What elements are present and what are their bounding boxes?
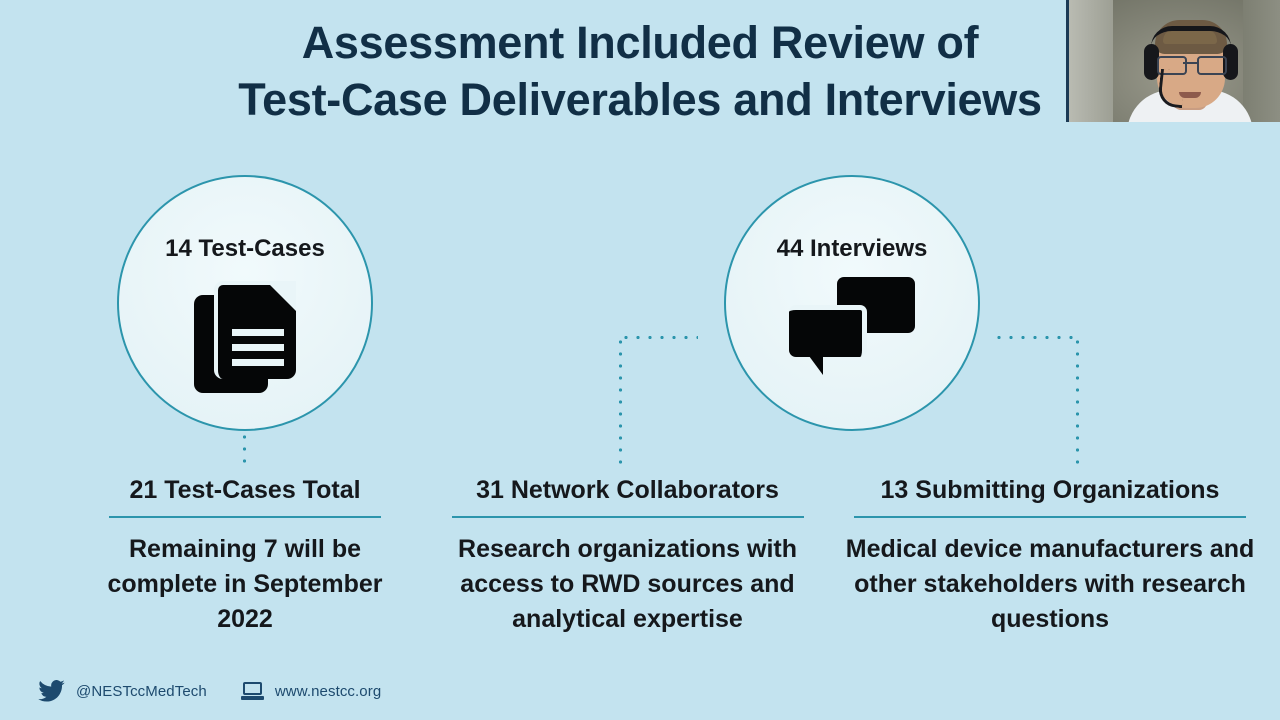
document-text-lines xyxy=(232,329,284,374)
headphone-cup-left-icon xyxy=(1144,44,1159,80)
twitter-bird-icon xyxy=(38,680,65,702)
website-item[interactable]: www.nestcc.org xyxy=(240,682,382,700)
document-folded-corner xyxy=(270,285,296,311)
page-title: Assessment Included Review of Test-Case … xyxy=(0,14,1280,128)
document-line xyxy=(232,329,284,336)
title-line-1: Assessment Included Review of xyxy=(301,17,979,68)
glasses-lens-left xyxy=(1157,56,1187,75)
title-line-2: Test-Case Deliverables and Interviews xyxy=(238,74,1042,125)
presenter-mouth xyxy=(1179,92,1201,98)
twitter-handle-text: @NESTccMedTech xyxy=(76,682,207,700)
speech-bubbles-icon xyxy=(789,277,915,375)
video-wall-right xyxy=(1243,0,1280,122)
column-network-collaborators: 31 Network Collaborators Research organi… xyxy=(440,474,815,637)
column-heading: 21 Test-Cases Total xyxy=(129,476,361,504)
headphone-band-icon xyxy=(1151,26,1231,47)
glasses-bridge xyxy=(1183,62,1199,64)
connector-circle2-right-vertical xyxy=(1076,336,1079,465)
column-body: Medical device manufacturers and other s… xyxy=(845,535,1255,633)
glasses-icon xyxy=(1155,56,1227,75)
connector-circle2-right-horizontal xyxy=(993,336,1078,339)
column-body: Research organizations with access to RW… xyxy=(458,535,797,633)
documents-icon xyxy=(194,281,296,393)
speech-bubble-small xyxy=(789,305,867,375)
video-wall-left xyxy=(1069,0,1113,122)
column-body: Remaining 7 will be complete in Septembe… xyxy=(107,535,383,633)
column-divider xyxy=(854,516,1246,518)
footer: @NESTccMedTech www.nestcc.org xyxy=(38,680,381,702)
website-text: www.nestcc.org xyxy=(274,682,382,700)
circle-label-interviews: 44 Interviews xyxy=(776,235,928,262)
laptop-icon xyxy=(240,682,264,700)
column-test-cases-total: 21 Test-Cases Total Remaining 7 will be … xyxy=(95,474,395,637)
twitter-handle-item[interactable]: @NESTccMedTech xyxy=(38,680,207,702)
laptop-screen xyxy=(242,682,262,695)
circle-label-test-cases: 14 Test-Cases xyxy=(165,235,325,262)
stat-circle-test-cases: 14 Test-Cases xyxy=(117,175,373,431)
connector-circle1-to-column1 xyxy=(243,431,246,465)
stat-circle-interviews: 44 Interviews xyxy=(724,175,980,431)
document-front-page xyxy=(214,281,296,379)
document-line xyxy=(232,359,284,366)
column-divider xyxy=(109,516,381,518)
presenter-video-feed[interactable] xyxy=(1066,0,1280,122)
connector-circle2-left-horizontal xyxy=(620,336,698,339)
column-submitting-organizations: 13 Submitting Organizations Medical devi… xyxy=(845,474,1255,637)
laptop-base xyxy=(240,696,264,700)
column-heading: 31 Network Collaborators xyxy=(476,476,779,504)
column-heading: 13 Submitting Organizations xyxy=(880,476,1220,504)
connector-circle2-left-vertical xyxy=(619,336,622,465)
document-line xyxy=(232,344,284,351)
glasses-lens-right xyxy=(1197,56,1227,75)
column-divider xyxy=(451,516,804,518)
